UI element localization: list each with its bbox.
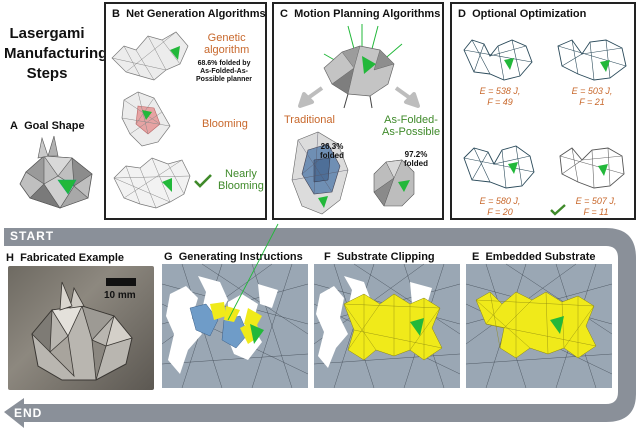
optimization-3-stats: E = 580 J, F = 20 bbox=[468, 196, 532, 218]
panel-f-title-text: Substrate Clipping bbox=[336, 251, 435, 263]
trad-pct-line-2: folded bbox=[320, 151, 344, 160]
nearly-blooming-check-icon bbox=[194, 174, 212, 188]
fabricated-photo: 10 mm bbox=[8, 266, 154, 390]
optimization-2-stats: E = 503 J, F = 21 bbox=[560, 86, 624, 108]
note-line-2: As-Folded-As- bbox=[200, 68, 248, 75]
arrow-right-down-icon bbox=[394, 86, 420, 108]
generating-instructions-view bbox=[161, 223, 309, 389]
goal-shape-label: A Goal Shape bbox=[10, 120, 85, 132]
opt3-folds: F = 20 bbox=[487, 207, 513, 217]
nearly-blooming-net-mesh bbox=[113, 157, 191, 209]
optimization-1-stats: E = 538 J, F = 49 bbox=[468, 86, 532, 108]
optimization-check-icon bbox=[550, 204, 566, 216]
panel-b-title: B Net Generation Algorithms bbox=[112, 8, 266, 20]
note-line-1: 68.6% folded by bbox=[197, 60, 251, 67]
traditional-fold-mesh bbox=[291, 131, 349, 215]
bunny-goal-shape bbox=[19, 135, 93, 209]
afap-pct-line-2: folded bbox=[404, 159, 428, 168]
nearly-line-2: Blooming bbox=[218, 180, 264, 192]
scale-bar bbox=[106, 278, 136, 286]
blooming-net-mesh bbox=[121, 91, 171, 147]
panel-c-title-text: Motion Planning Algorithms bbox=[294, 8, 441, 20]
title-line-3: Steps bbox=[26, 65, 68, 82]
panel-d-title: D Optional Optimization bbox=[458, 8, 586, 20]
afap-fold-mesh bbox=[373, 159, 415, 207]
panel-g-letter: G bbox=[164, 251, 173, 263]
process-flow-band bbox=[4, 228, 636, 428]
panel-b-net-generation: B Net Generation Algorithms Genetic algo… bbox=[104, 2, 267, 220]
opt2-folds: F = 21 bbox=[579, 97, 605, 107]
afap-percent: 97.2% folded bbox=[404, 150, 428, 168]
optimization-net-3 bbox=[463, 145, 535, 189]
opt4-energy: E = 507 J, bbox=[575, 196, 617, 206]
panel-c-motion-planning: C Motion Planning Algorithms Traditional… bbox=[272, 2, 444, 220]
afap-label: As-Folded- As-Possible bbox=[382, 114, 440, 138]
nearly-line-1: Nearly bbox=[225, 168, 257, 180]
panel-b-title-text: Net Generation Algorithms bbox=[126, 8, 266, 20]
optimization-net-4 bbox=[559, 147, 625, 189]
afap-line-1: As-Folded- bbox=[384, 114, 438, 126]
scale-label: 10 mm bbox=[104, 290, 136, 301]
panel-g-title-text: Generating Instructions bbox=[178, 251, 303, 263]
substrate-clipping-view bbox=[313, 263, 461, 389]
opt1-energy: E = 538 J, bbox=[479, 86, 521, 96]
start-label: START bbox=[10, 229, 55, 243]
optimization-net-1 bbox=[463, 39, 533, 81]
afap-line-2: As-Possible bbox=[382, 126, 441, 138]
traditional-label: Traditional bbox=[284, 114, 335, 126]
optimization-net-2 bbox=[557, 39, 627, 81]
panel-d-title-text: Optional Optimization bbox=[472, 8, 587, 20]
panel-g-title: G Generating Instructions bbox=[164, 251, 303, 263]
afap-pct-line-1: 97.2% bbox=[404, 150, 428, 159]
optimization-4-stats: E = 507 J, F = 11 bbox=[564, 196, 628, 218]
panel-e-letter: E bbox=[472, 251, 480, 263]
trad-pct-line-1: 26.3% bbox=[320, 142, 344, 151]
title-line-2: Manufacturing bbox=[4, 45, 108, 62]
panel-c-title: C Motion Planning Algorithms bbox=[280, 8, 440, 20]
figure-title: Lasergami Manufacturing Steps bbox=[4, 24, 108, 84]
panel-d-optional-optimization: D Optional Optimization E = 538 J, F = 4… bbox=[450, 2, 636, 220]
goal-shape-title: Goal Shape bbox=[24, 120, 85, 132]
panel-b-letter: B bbox=[112, 8, 120, 20]
panel-f-title: F Substrate Clipping bbox=[324, 251, 435, 263]
panel-e-title: E Embedded Substrate bbox=[472, 251, 596, 263]
opt2-energy: E = 503 J, bbox=[571, 86, 613, 96]
embedded-substrate-view bbox=[465, 263, 613, 389]
title-line-1: Lasergami bbox=[9, 25, 85, 42]
panel-h-letter: H bbox=[6, 252, 14, 264]
panel-h-title: H Fabricated Example bbox=[6, 252, 124, 264]
opt3-energy: E = 580 J, bbox=[479, 196, 521, 206]
folding-bunny-mesh bbox=[323, 24, 403, 109]
opt1-folds: F = 49 bbox=[487, 97, 513, 107]
genetic-net-mesh bbox=[111, 31, 189, 81]
panel-d-letter: D bbox=[458, 8, 466, 20]
genetic-line-1: Genetic bbox=[207, 32, 246, 44]
opt4-folds: F = 11 bbox=[583, 207, 609, 217]
panel-a-letter: A bbox=[10, 120, 18, 132]
nearly-blooming-label: Nearly Blooming bbox=[218, 168, 264, 192]
note-line-3: Possible planner bbox=[196, 76, 253, 83]
arrow-left-down-icon bbox=[298, 86, 324, 108]
end-label: END bbox=[14, 406, 43, 420]
genetic-algorithm-label: Genetic algorithm bbox=[204, 32, 249, 56]
genetic-planner-note: 68.6% folded by As-Folded-As- Possible p… bbox=[196, 60, 252, 84]
genetic-line-2: algorithm bbox=[204, 44, 250, 56]
panel-f-letter: F bbox=[324, 251, 331, 263]
traditional-percent: 26.3% folded bbox=[320, 142, 344, 160]
fabricated-bunny bbox=[31, 281, 133, 381]
panel-e-title-text: Embedded Substrate bbox=[485, 251, 596, 263]
blooming-label: Blooming bbox=[202, 118, 248, 130]
panel-c-letter: C bbox=[280, 8, 288, 20]
panel-h-title-text: Fabricated Example bbox=[20, 252, 125, 264]
